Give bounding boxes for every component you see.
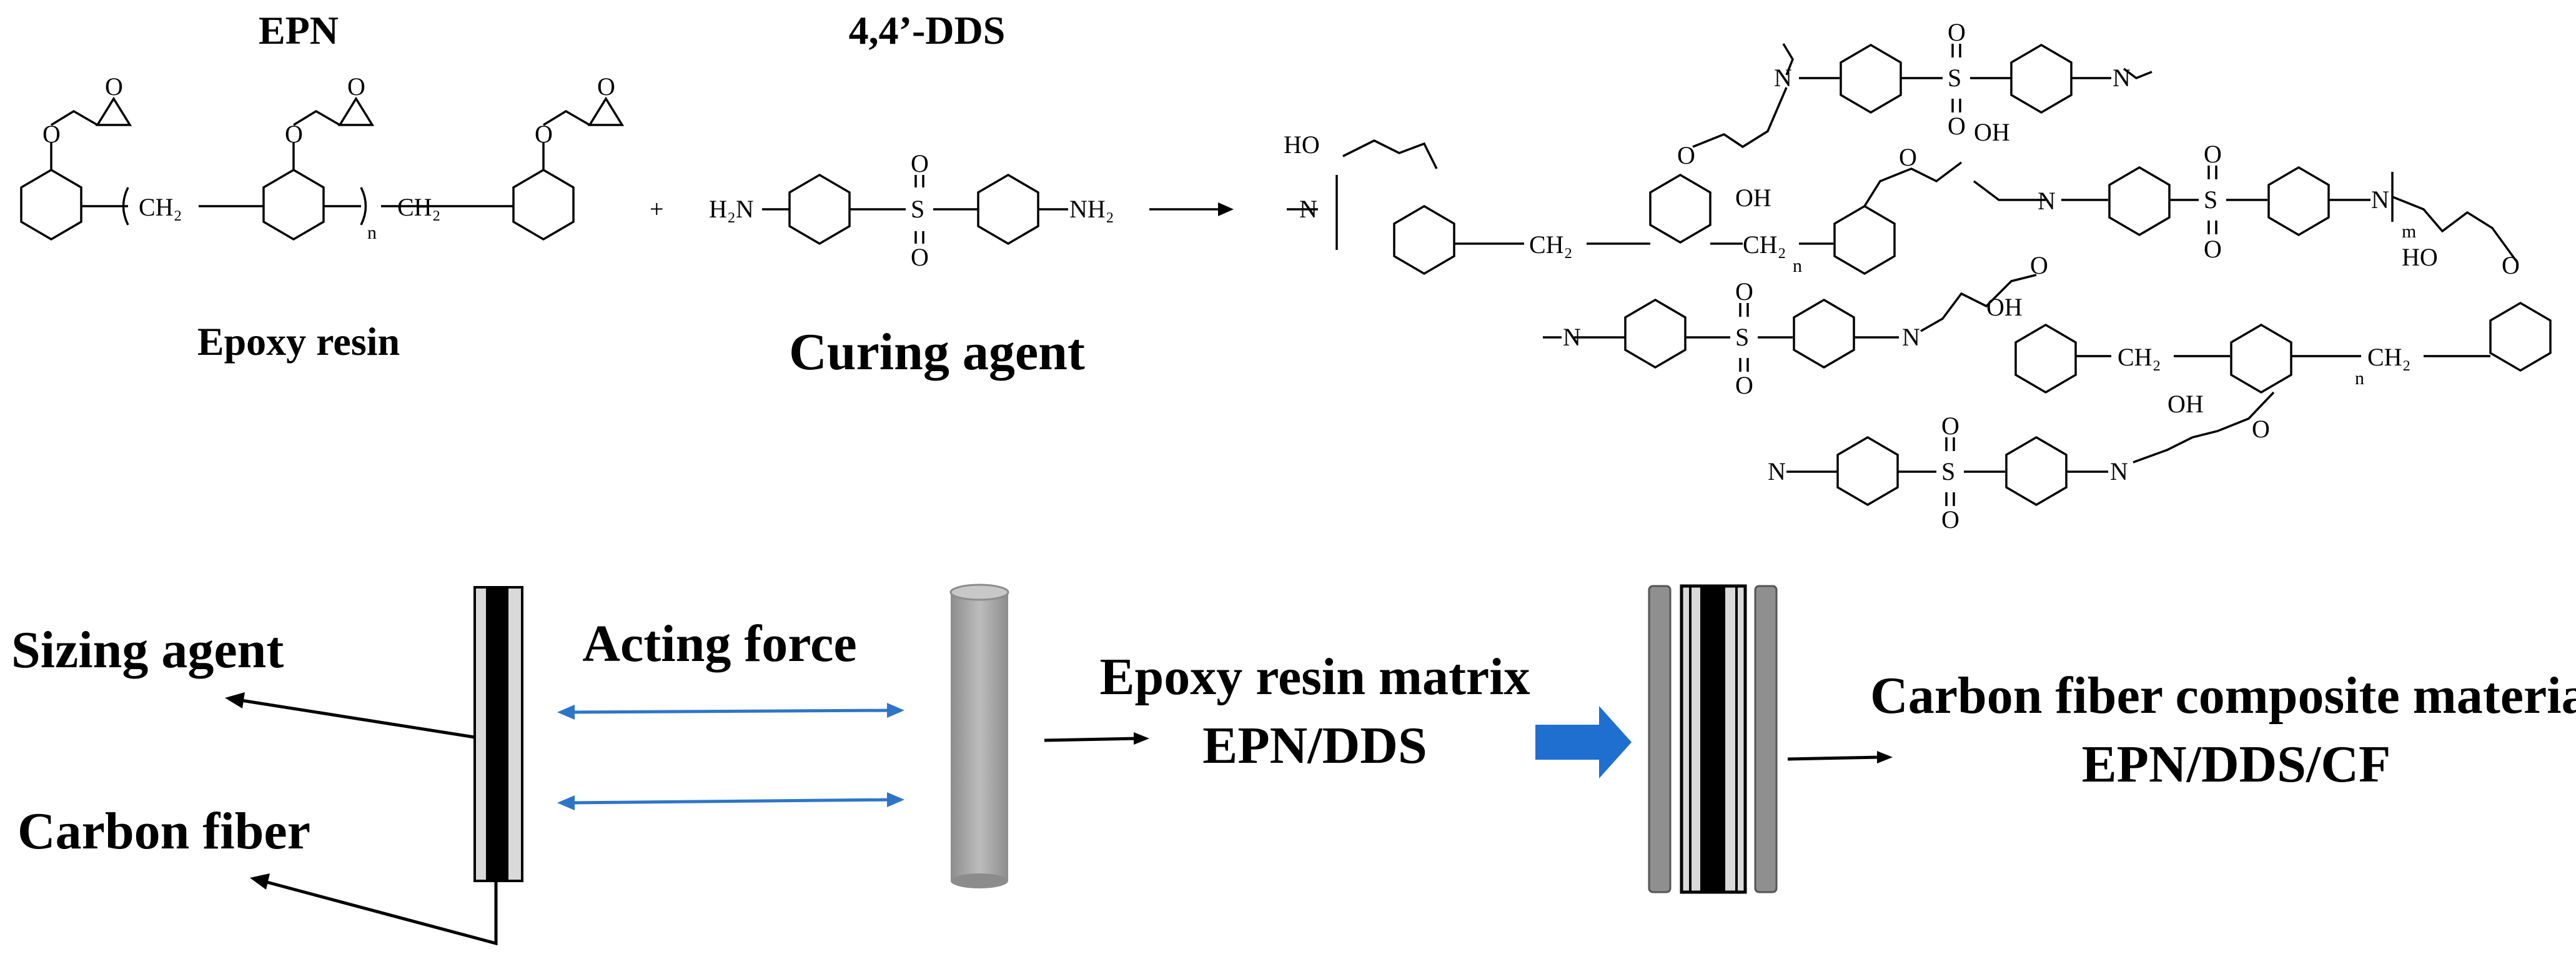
- atom-label: O: [2252, 415, 2270, 443]
- arrow-head: [1877, 751, 1893, 763]
- benzene-ring: [1649, 173, 1712, 244]
- benzene-ring: [1793, 298, 1855, 369]
- matrix-label-line1: Epoxy resin matrix: [1099, 648, 1530, 706]
- atom-label: n: [2355, 368, 2364, 389]
- benzene-ring: [1836, 435, 1899, 507]
- atom-label: CH₂: [139, 193, 182, 221]
- plus-sign: +: [650, 195, 664, 223]
- atom-label: H₂N: [709, 195, 754, 223]
- epoxide-ring: [95, 96, 132, 126]
- atom-label: O: [2204, 235, 2222, 263]
- atom-label: O: [1899, 143, 1917, 171]
- atom-label: S: [2204, 186, 2217, 214]
- reaction-arrow-head: [1218, 202, 1234, 216]
- curing-agent-label: Curing agent: [789, 323, 1085, 381]
- atom-label: n: [367, 222, 377, 243]
- atom-label: N: [1902, 323, 1920, 351]
- dds-title: 4,4’-DDS: [848, 8, 1006, 52]
- atom-label: N: [2371, 186, 2389, 214]
- atom-label: S: [1735, 323, 1749, 351]
- atom-label: O: [347, 72, 365, 101]
- pointer-arrow-head: [225, 692, 245, 708]
- atom-label: HO: [2402, 243, 2438, 271]
- atom-label: O: [285, 120, 303, 148]
- arrow-head: [1134, 732, 1149, 745]
- atom-label: O: [2204, 140, 2222, 168]
- epoxy-resin-label: Epoxy resin: [197, 319, 400, 364]
- benzene-ring: [1840, 43, 1902, 114]
- atom-label: OH: [1974, 118, 2010, 146]
- benzene-ring: [20, 168, 82, 241]
- atom-label: N: [2038, 187, 2056, 215]
- epn-title: EPN: [259, 8, 339, 52]
- atom-label: m: [2402, 221, 2416, 242]
- atom-label: CH₂: [2118, 343, 2161, 371]
- atom-label: N: [2110, 457, 2128, 485]
- matrix-label-line2: EPN/DDS: [1202, 717, 1427, 775]
- atom-label: N: [1299, 195, 1317, 223]
- atom-label: N: [1774, 64, 1792, 92]
- atom-label: n: [1793, 256, 1802, 276]
- atom-label: S: [1941, 457, 1955, 485]
- composite-label-line1: Carbon fiber composite material: [1870, 667, 2576, 725]
- atom-label: O: [911, 243, 929, 271]
- benzene-ring: [1393, 204, 1455, 276]
- carbon-fiber-label: Carbon fiber: [17, 802, 310, 860]
- pointer-arrow-head: [250, 873, 270, 890]
- atom-label: O: [1735, 371, 1753, 399]
- atom-label: OH: [1986, 293, 2023, 321]
- benzene-ring: [977, 173, 1039, 246]
- atom-label: O: [597, 72, 615, 101]
- benzene-ring: [2267, 166, 2330, 237]
- atom-label: O: [1948, 18, 1966, 46]
- atom-label: O: [911, 149, 929, 177]
- atom-label: O: [1941, 505, 1959, 534]
- atom-label: CH₂: [2367, 343, 2411, 371]
- atom-label: O: [2030, 251, 2048, 279]
- atom-label: O: [2502, 251, 2520, 279]
- atom-label: NH₂: [1069, 195, 1114, 223]
- epoxide-ring: [337, 96, 375, 126]
- atom-label: OH: [2167, 390, 2204, 418]
- atom-label: N: [1563, 323, 1581, 351]
- atom-label: O: [535, 120, 553, 148]
- acting-force-label: Acting force: [582, 615, 857, 673]
- benzene-ring: [512, 168, 575, 241]
- benzene-ring: [262, 168, 325, 241]
- atom-label: O: [1948, 112, 1966, 140]
- atom-label: O: [1941, 412, 1959, 440]
- benzene-ring: [2230, 323, 2292, 394]
- atom-label: HO: [1284, 131, 1320, 159]
- atom-label: O: [1735, 277, 1753, 306]
- atom-label: S: [1948, 64, 1961, 92]
- process-arrow: [1535, 706, 1632, 778]
- atom-label: O: [105, 72, 123, 101]
- benzene-ring: [2108, 166, 2171, 237]
- atom-label: N: [1768, 457, 1786, 485]
- benzene-ring: [788, 173, 851, 246]
- epoxide-ring: [587, 96, 625, 126]
- atom-label: O: [1677, 141, 1695, 169]
- carbon-fiber-core: [486, 587, 508, 881]
- atom-label: OH: [1735, 184, 1771, 212]
- benzene-ring: [2005, 435, 2068, 507]
- sizing-agent-label: Sizing agent: [11, 621, 284, 679]
- resin-cylinder: [951, 592, 1008, 881]
- atom-label: CH₂: [1529, 231, 1573, 259]
- atom-label: O: [42, 120, 61, 148]
- benzene-ring: [2014, 323, 2077, 394]
- benzene-ring: [1833, 204, 1896, 276]
- composite-label-line2: EPN/DDS/CF: [2081, 735, 2391, 793]
- benzene-ring: [2010, 43, 2073, 114]
- atom-label: N: [2113, 64, 2131, 92]
- acting-force-arrows: [557, 703, 904, 810]
- benzene-ring: [1624, 298, 1687, 369]
- atom-label: S: [911, 195, 924, 223]
- atom-label: CH₂: [397, 193, 441, 221]
- chemical-scheme: O O CH₂ O O n CH₂ O O + H₂N S O O NH₂ N …: [20, 18, 2552, 534]
- atom-label: CH₂: [1743, 231, 1786, 259]
- benzene-ring: [2489, 301, 2552, 372]
